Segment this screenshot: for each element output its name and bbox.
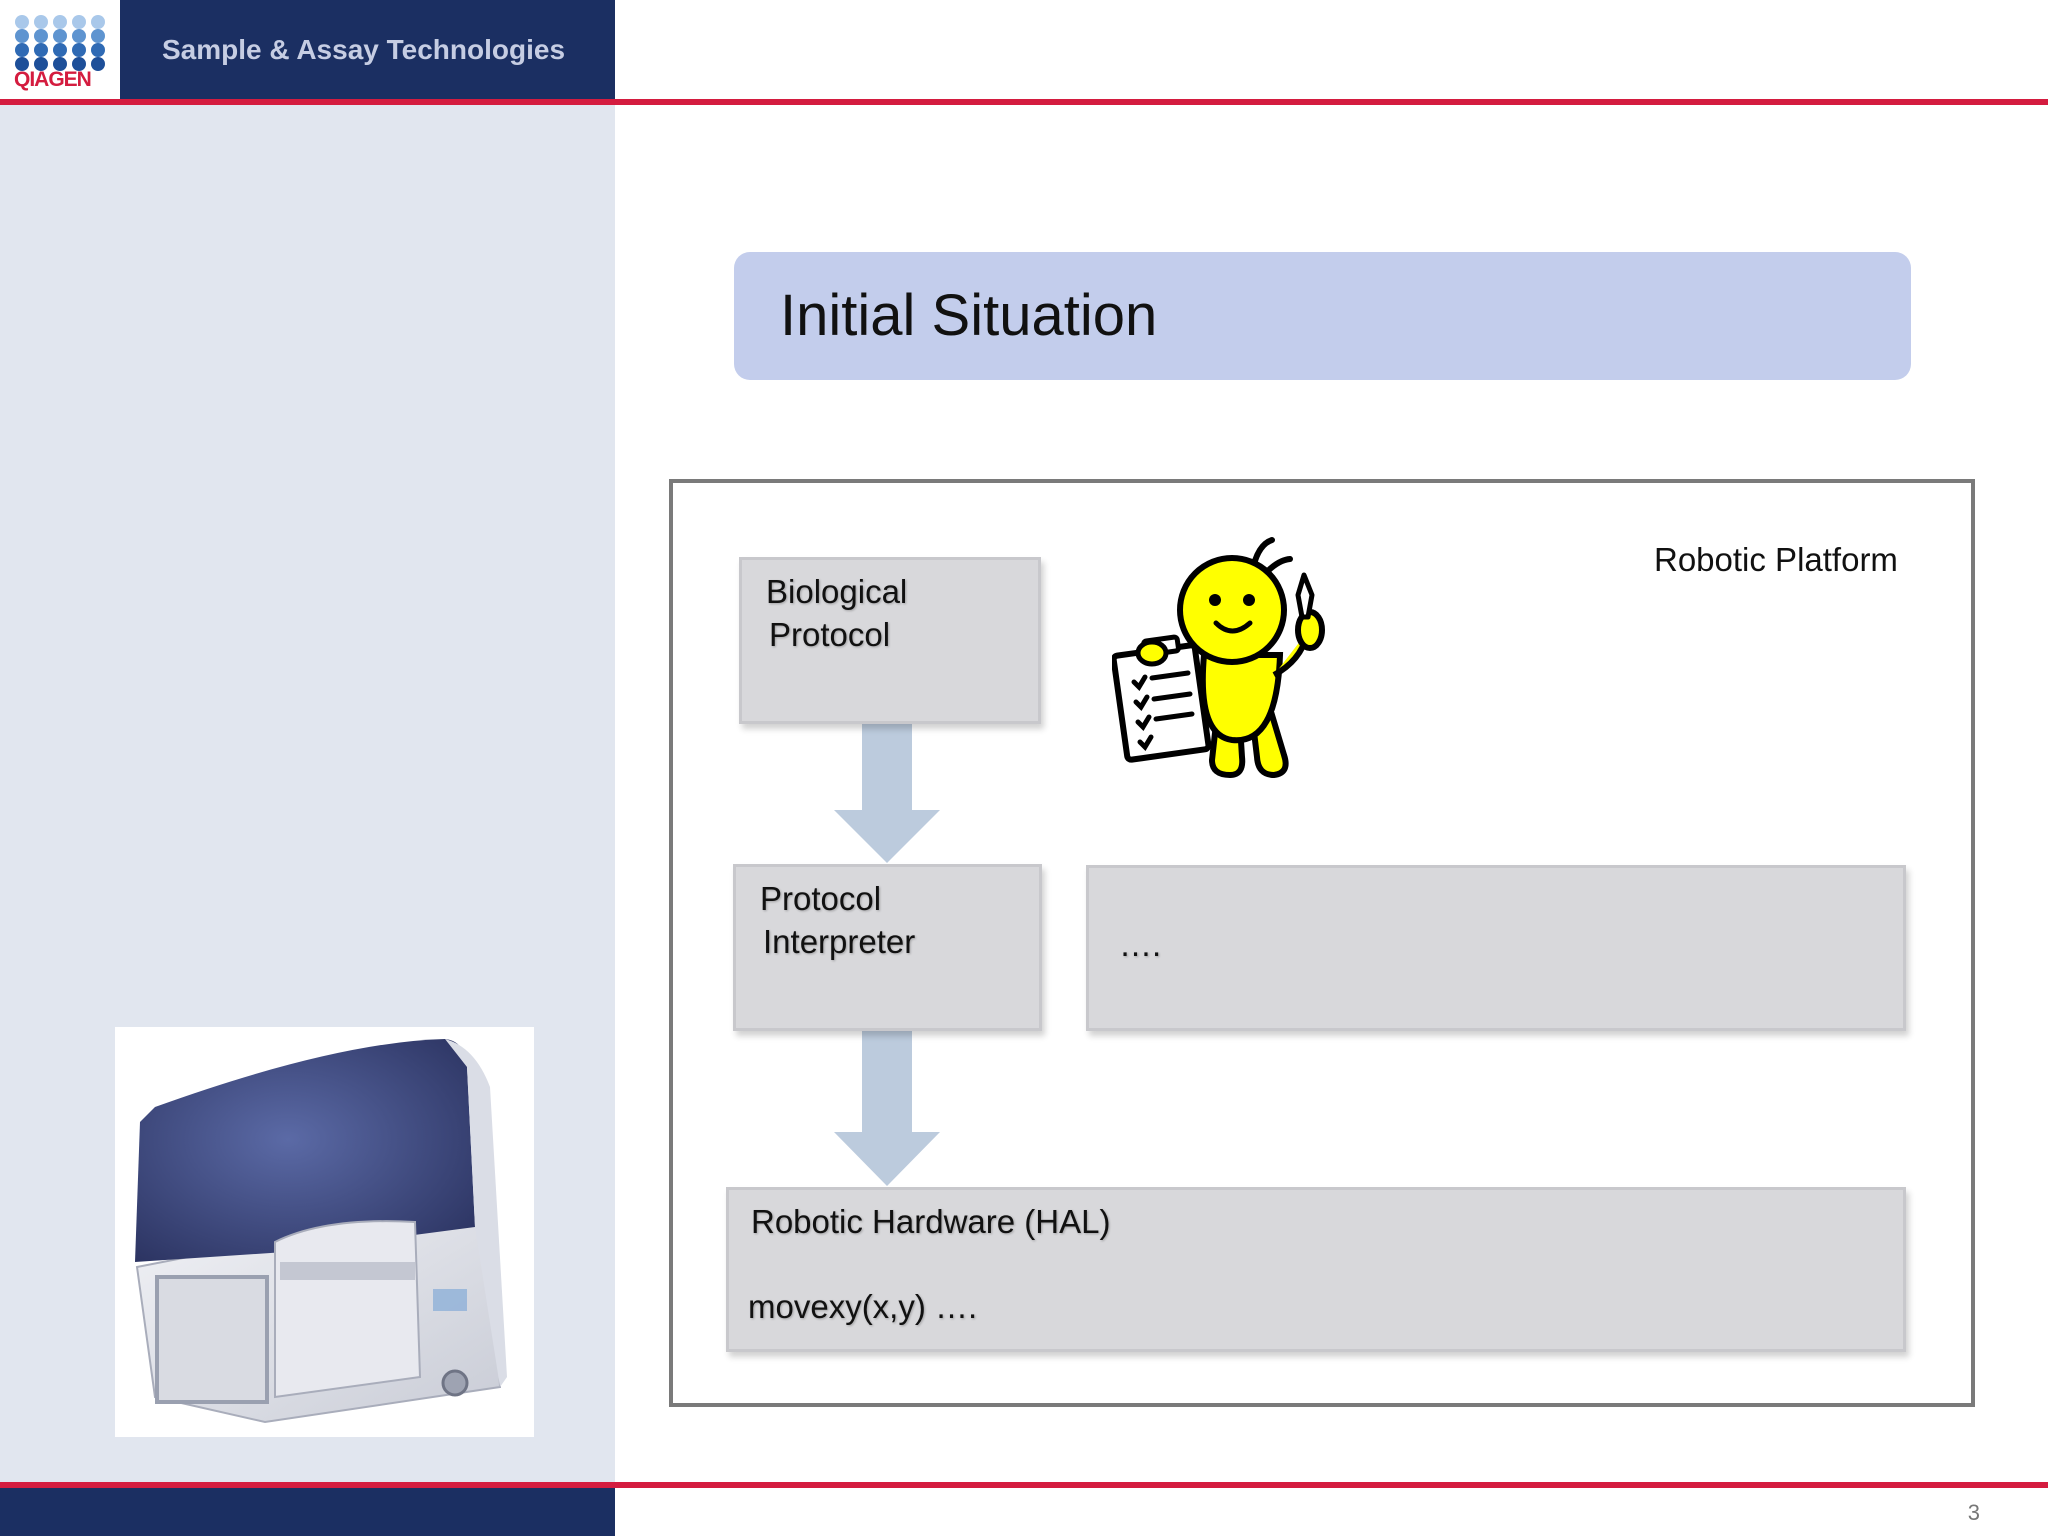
title-banner: Initial Situation [734, 252, 1911, 380]
header-title: Sample & Assay Technologies [162, 34, 566, 65]
logo-dot [34, 29, 48, 43]
logo-dot [15, 43, 29, 57]
logo-dot [91, 15, 105, 29]
logo-dot [15, 29, 29, 43]
header-band [120, 0, 615, 100]
placeholder-box: …. [1086, 865, 1906, 1031]
logo-dot [72, 15, 86, 29]
logo-dot [53, 15, 67, 29]
robotic-hardware-command: movexy(x,y) …. [748, 1288, 978, 1325]
logo-dot [72, 43, 86, 57]
protocol-interpreter-line2: Interpreter [763, 923, 916, 960]
footer-band [0, 1488, 615, 1536]
header-divider [0, 99, 2048, 105]
logo-dot [53, 29, 67, 43]
logo-dot [72, 57, 86, 71]
arrow-down-icon [834, 1026, 940, 1186]
logo-dot [34, 57, 48, 71]
logo-dot [15, 57, 29, 71]
arrow-down-icon [834, 720, 940, 863]
placeholder-text: …. [1119, 926, 1162, 963]
qiagen-logo: QIAGEN [0, 0, 120, 100]
logo-dot [34, 43, 48, 57]
instrument-image [115, 1027, 534, 1437]
slide-title: Initial Situation [780, 283, 1158, 348]
protocol-interpreter-box: Protocol Interpreter [733, 864, 1042, 1031]
page-number: 3 [1967, 1500, 1980, 1525]
protocol-interpreter-line1: Protocol [760, 880, 882, 917]
biological-protocol-line2: Protocol [769, 616, 891, 653]
logo-dot [91, 29, 105, 43]
logo-dot [15, 15, 29, 29]
biological-protocol-line1: Biological [766, 573, 908, 610]
qiagen-logo-icon: QIAGEN [14, 15, 105, 91]
lab-instrument-icon [115, 1027, 534, 1437]
character-with-checklist-icon [1112, 537, 1325, 779]
logo-dot [72, 29, 86, 43]
footer-divider [0, 1482, 2048, 1488]
logo-dot [91, 57, 105, 71]
logo-wordmark: QIAGEN [14, 68, 91, 91]
logo-dot [53, 57, 67, 71]
robotic-hardware-title: Robotic Hardware (HAL) [751, 1203, 1111, 1240]
biological-protocol-box: Biological Protocol [739, 557, 1041, 724]
robotic-platform-label: Robotic Platform [1654, 541, 1898, 578]
logo-dot [34, 15, 48, 29]
logo-dot [53, 43, 67, 57]
robotic-hardware-box: Robotic Hardware (HAL) movexy(x,y) …. [726, 1187, 1906, 1352]
logo-dot [91, 43, 105, 57]
